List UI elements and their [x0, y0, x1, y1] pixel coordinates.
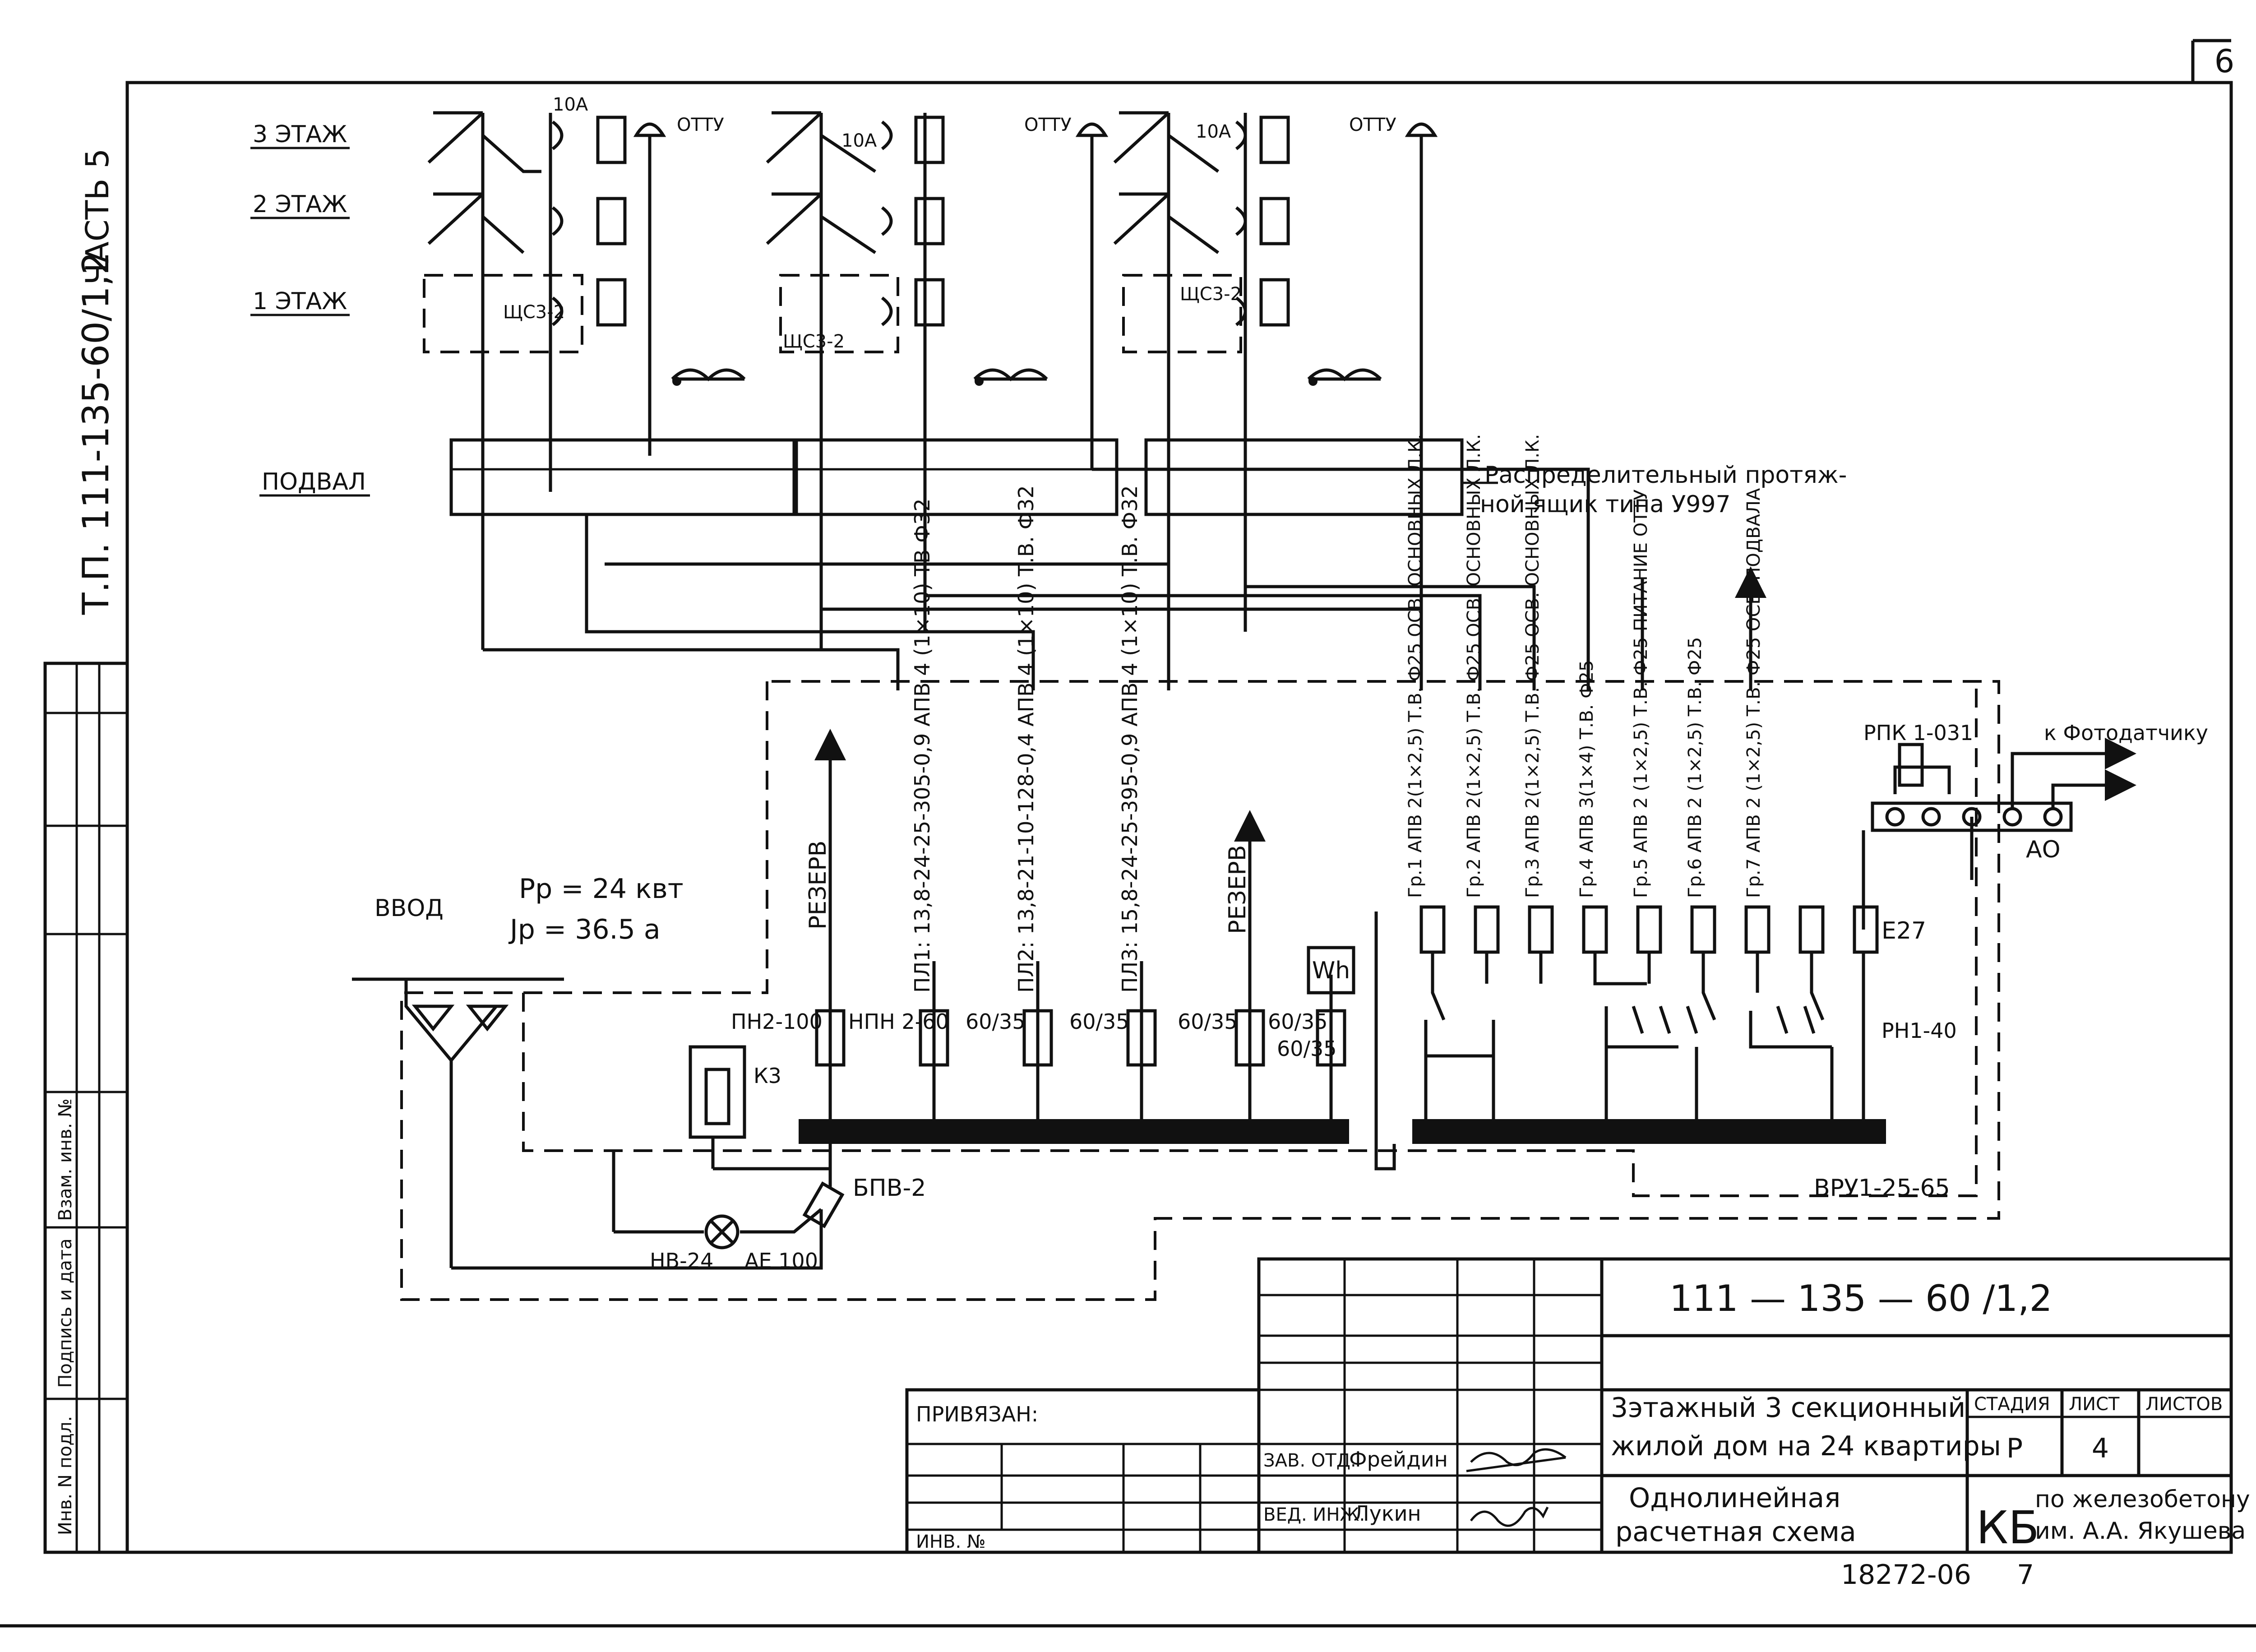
group-5: Гр.5 АПВ 2 (1×2,5) Т.В. Ф25 ПИТАНИЕ ОТТУ: [1631, 489, 1651, 898]
panel-label-2: ЩС3-2: [783, 331, 845, 352]
signature-2: [1470, 1506, 1549, 1527]
otty-3: ОТТУ: [1349, 115, 1396, 135]
group-4: Гр.4 АПВ 3(1×4) Т.В. Ф25: [1576, 660, 1597, 898]
org-name-2: им. А.А. Якушева: [2035, 1518, 2246, 1545]
panel-label-1: ЩС3-2: [503, 302, 565, 323]
fuse-rating-1: 60/35: [966, 1009, 1026, 1034]
feeder-reserve-1: РЕЗЕРВ: [804, 841, 832, 930]
stamp-vzam-inv: Взам. инв. №: [55, 1098, 76, 1221]
part-label: ЧАСТЬ 5: [79, 148, 116, 285]
rn-label: РН1-40: [1882, 1018, 1957, 1043]
k3-label: К3: [754, 1064, 781, 1088]
distribution-box-label-2: ной ящик типа У997: [1480, 491, 1731, 518]
vvod-label: ВВОД: [374, 895, 444, 922]
photo-sensor-label: к Фотодатчику: [2044, 721, 2208, 745]
inv-no-label: ИНВ. №: [916, 1532, 985, 1552]
floor-1-label: 1 ЭТАЖ: [253, 288, 347, 315]
list-value: 4: [2092, 1433, 2109, 1464]
distribution-boxes: [449, 438, 1464, 516]
rpk-label: РПК 1-031: [1863, 721, 1973, 745]
stamp-inv-podl: Инв. N подл.: [55, 1416, 76, 1535]
fuse-rating-4: 60/35: [1268, 1009, 1328, 1034]
fuse-10a-2: 10А: [841, 130, 877, 151]
ae-label: АЕ 100: [744, 1249, 818, 1273]
feeder-pl1: ПЛ1: 13,8-24-25-305-0,9 АПВ 4 (1×10) ТВ …: [910, 499, 934, 993]
ved-inzh-name: Лукин: [1354, 1501, 1421, 1526]
ao-label: АО: [2026, 836, 2061, 863]
lighting-groups: [1374, 905, 1879, 1171]
ir-label: Jр = 36.5 а: [508, 914, 661, 945]
project-name-2: жилой дом на 24 квартиры: [1611, 1430, 2001, 1462]
stamp-podpis-data: Подпись и дата: [55, 1238, 76, 1388]
ved-inzh-role: ВЕД. ИНЖ.: [1263, 1504, 1365, 1525]
bpv-label: БПВ-2: [853, 1175, 926, 1202]
group-2: Гр.2 АПВ 2(1×2,5) Т.В. Ф25 ОСВ. ОСНОВНЫХ…: [1464, 434, 1484, 898]
pn2-label: ПН2-100: [731, 1009, 823, 1034]
section-riser-2: [766, 111, 1109, 650]
project-name-1: 3этажный 3 секционный: [1611, 1392, 1965, 1424]
title-block: [905, 1257, 2233, 1554]
fuse-rating-5: 60/35: [1277, 1037, 1337, 1061]
vru-enclosure: [400, 680, 2000, 1301]
meter-box: [1307, 946, 1355, 995]
left-stamp: [43, 662, 129, 1554]
list-header: ЛИСТ: [2069, 1394, 2120, 1415]
group-6: Гр.6 АПВ 2 (1×2,5) Т.В. Ф25: [1685, 637, 1706, 898]
section-riser-3: [1113, 111, 1438, 659]
zav-otd-role: ЗАВ. ОТД.: [1263, 1450, 1356, 1471]
stage-value: Р: [2006, 1433, 2023, 1464]
otty-1: ОТТУ: [677, 115, 724, 135]
npn-label: НПН 2-60: [848, 1009, 949, 1034]
riser-cables: [483, 467, 1766, 690]
feeder-reserve-2: РЕЗЕРВ: [1224, 845, 1251, 934]
nv-label: НВ-24: [650, 1249, 713, 1273]
fuse-10a-1: 10А: [553, 94, 588, 115]
fuse-rating-3: 60/35: [1178, 1009, 1238, 1034]
section-riser-1: [423, 111, 746, 650]
group-1: Гр.1 АПВ 2(1×2,5) Т.В. Ф25 ОСВ. ОСНОВНЫХ…: [1405, 434, 1426, 898]
input-circuit: [352, 977, 845, 1270]
drawing-code: 111 — 135 — 60 /1,2: [1669, 1277, 2053, 1319]
meter-label: Wh: [1312, 957, 1350, 984]
feeder-pl3: ПЛ3: 15,8-24-25-395-0,9 АПВ 4 (1×10) Т.В…: [1118, 485, 1142, 993]
e27-label: Е27: [1882, 917, 1926, 944]
group-3: Гр.3 АПВ 2(1×2,5) Т.В. Ф25 ОСВ. ОСНОВНЫХ…: [1522, 434, 1543, 898]
busbar-left: [799, 1119, 1349, 1144]
vru-label: ВРУ1-25-65: [1814, 1175, 1950, 1202]
pr-label: Pр = 24 квт: [519, 873, 684, 905]
floor-3-label: 3 ЭТАЖ: [253, 121, 347, 148]
archive-sheet: 7: [2017, 1559, 2034, 1591]
feeder-pl2: ПЛ2: 13,8-21-10-128-0,4 АПВ 4 (1×10) Т.В…: [1014, 485, 1038, 993]
signature-1: [1466, 1448, 1567, 1472]
group-7: Гр.7 АПВ 2 (1×2,5) Т.В. Ф25 ОСВ. ПОДВАЛА: [1743, 488, 1764, 898]
sheet-name-1: Однолинейная: [1629, 1482, 1840, 1514]
fuse-10a-3: 10А: [1196, 121, 1231, 142]
feeder-lines: [814, 729, 1346, 1119]
fuse-rating-2: 60/35: [1069, 1009, 1129, 1034]
archive-number: 18272-06: [1841, 1559, 1971, 1591]
distribution-box-label-1: Распределительный протяж-: [1484, 462, 1847, 489]
tp-code: Т.П. 111-135-60/1,2: [75, 252, 117, 615]
otty-2: ОТТУ: [1024, 115, 1072, 135]
org-name-1: по железобетону: [2035, 1486, 2250, 1513]
panel-label-3: ЩС3-2: [1180, 284, 1242, 305]
basement-label: ПОДВАЛ: [262, 468, 366, 495]
sheet-name-2: расчетная схема: [1615, 1516, 1856, 1548]
relay-block: [1862, 738, 2136, 930]
stage-header: СТАДИЯ: [1974, 1394, 2050, 1415]
zav-otd-name: Фрейдин: [1349, 1447, 1448, 1472]
privyazan-label: ПРИВЯЗАН:: [916, 1402, 1038, 1426]
busbar-right: [1412, 1119, 1886, 1144]
lists-header: ЛИСТОВ: [2145, 1394, 2223, 1415]
page-number: 6: [2214, 43, 2235, 80]
floor-2-label: 2 ЭТАЖ: [253, 191, 347, 218]
org-kb: КБ: [1976, 1501, 2039, 1554]
